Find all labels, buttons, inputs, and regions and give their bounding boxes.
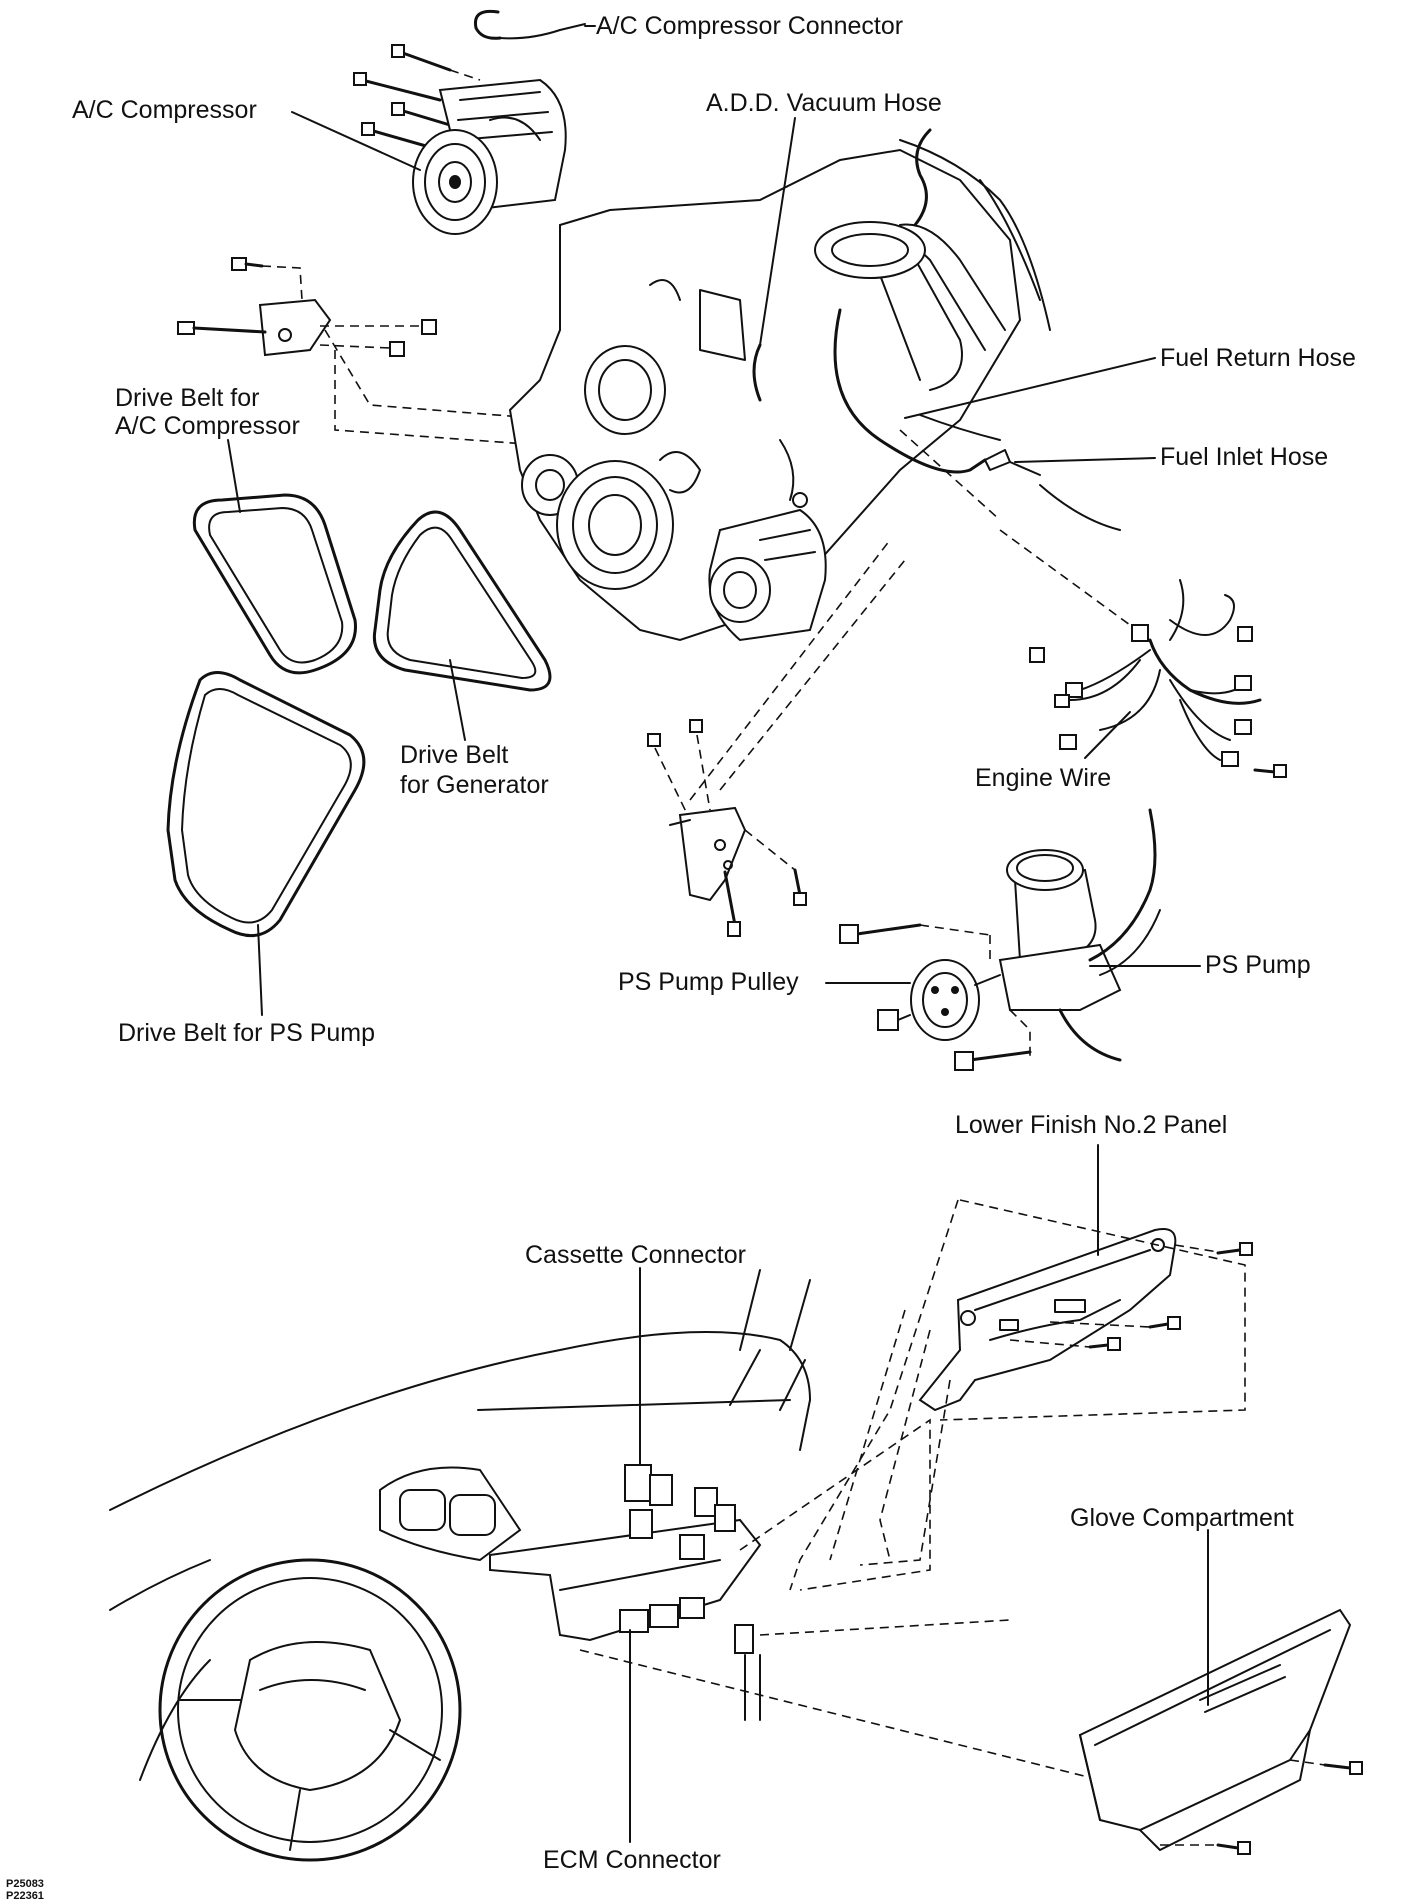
- label-glove-compartment: Glove Compartment: [1070, 1504, 1294, 1532]
- label-ecm-connector: ECM Connector: [543, 1846, 721, 1874]
- label-ac-compressor-connector: A/C Compressor Connector: [596, 12, 904, 40]
- label-drive-belt-generator-line2: for Generator: [400, 771, 549, 799]
- lower-finish-panel-part: [789, 1199, 1253, 1591]
- dashboard-part: [109, 1269, 1101, 1862]
- drive-belt-ps-part: [166, 671, 366, 938]
- ac-compressor-part: [353, 44, 567, 235]
- drive-belt-ac-part: [192, 493, 357, 675]
- label-cassette-connector: Cassette Connector: [525, 1241, 746, 1269]
- label-drive-belt-ac-line2: A/C Compressor: [115, 412, 300, 440]
- ac-compressor-connector-part: [473, 9, 586, 40]
- compressor-bracket-part: [177, 257, 561, 446]
- figure-ref-2: P22361: [6, 1890, 44, 1902]
- label-drive-belt-ac-line1: Drive Belt for: [115, 384, 260, 412]
- label-drive-belt-ps: Drive Belt for PS Pump: [118, 1019, 376, 1047]
- glove-compartment-part: [1078, 1608, 1363, 1855]
- engine-block-part: [508, 128, 1051, 642]
- label-lower-finish-panel: Lower Finish No.2 Panel: [955, 1111, 1228, 1139]
- ps-pump-bracket-part: [647, 539, 906, 937]
- label-fuel-inlet-hose: Fuel Inlet Hose: [1160, 443, 1329, 471]
- label-drive-belt-generator-line1: Drive Belt: [400, 741, 509, 769]
- engine-wire-part: [999, 529, 1287, 778]
- drive-belt-generator-part: [372, 510, 552, 692]
- ps-pump-pulley-part: [877, 959, 1001, 1041]
- leader-lines: [227, 25, 1209, 1843]
- label-ac-compressor: A/C Compressor: [72, 96, 257, 124]
- fuel-hoses-part: [833, 308, 1121, 531]
- figure-ref-1: P25083: [6, 1878, 44, 1890]
- label-ps-pump-pulley: PS Pump Pulley: [618, 968, 799, 996]
- ps-pump-part: [839, 808, 1161, 1071]
- label-fuel-return-hose: Fuel Return Hose: [1160, 344, 1356, 372]
- label-ps-pump: PS Pump: [1205, 951, 1311, 979]
- label-engine-wire: Engine Wire: [975, 764, 1112, 792]
- label-add-vacuum-hose: A.D.D. Vacuum Hose: [706, 89, 942, 117]
